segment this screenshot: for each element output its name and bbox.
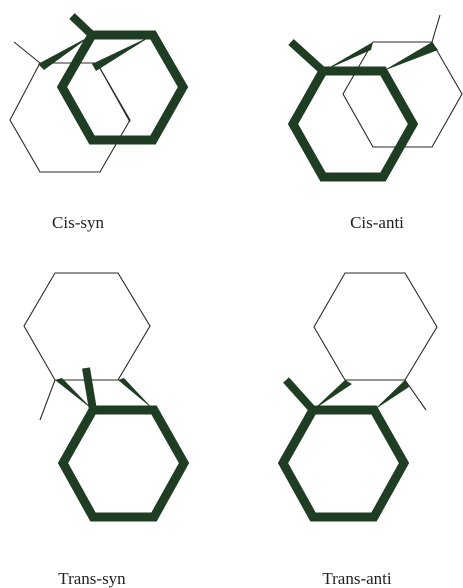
wedge-bond-trans-syn-left: [55, 378, 93, 410]
bold-ring-trans-anti: [277, 405, 410, 522]
panel-cis-syn: Cis-syn: [9, 13, 189, 232]
thin-ring-trans-syn: [23, 272, 151, 381]
bold-ring-cis-anti: [287, 66, 419, 182]
thin-substituent-cis-syn-right: [96, 62, 131, 123]
thin-substituent-trans-syn: [39, 379, 56, 421]
bold-ring-trans-syn: [57, 405, 190, 522]
wedge-bond-trans-syn-right: [118, 378, 154, 410]
wedge-bond-cis-anti-left: [323, 42, 373, 71]
panel-trans-anti: Trans-anti: [277, 272, 438, 588]
axial-bond-cis-anti: [288, 39, 326, 74]
axial-bond-cis-syn: [69, 13, 95, 38]
wedge-bond-trans-anti-left: [313, 380, 352, 410]
thin-ring-cis-anti: [342, 41, 463, 148]
thin-substituent-trans-anti: [404, 379, 427, 411]
panel-trans-syn: Trans-syn: [23, 272, 190, 588]
wedge-bond-trans-anti-right: [374, 380, 409, 410]
wedge-bond-cis-syn-right: [92, 35, 153, 71]
wedge-bond-cis-syn-left: [38, 35, 92, 70]
panel-cis-anti: Cis-anti: [287, 14, 463, 232]
thin-ring-trans-anti: [313, 272, 438, 381]
wedge-bond-cis-anti-right: [383, 42, 438, 71]
thin-substituent-cis-syn-left: [13, 41, 41, 64]
axial-bond-trans-syn: [82, 367, 97, 411]
axial-bond-trans-anti: [283, 377, 316, 413]
thin-substituent-cis-anti: [431, 14, 441, 43]
panel-label-trans-anti: Trans-anti: [322, 569, 392, 588]
panel-label-cis-syn: Cis-syn: [52, 213, 104, 232]
panel-label-trans-syn: Trans-syn: [58, 569, 126, 588]
panel-label-cis-anti: Cis-anti: [350, 213, 404, 232]
